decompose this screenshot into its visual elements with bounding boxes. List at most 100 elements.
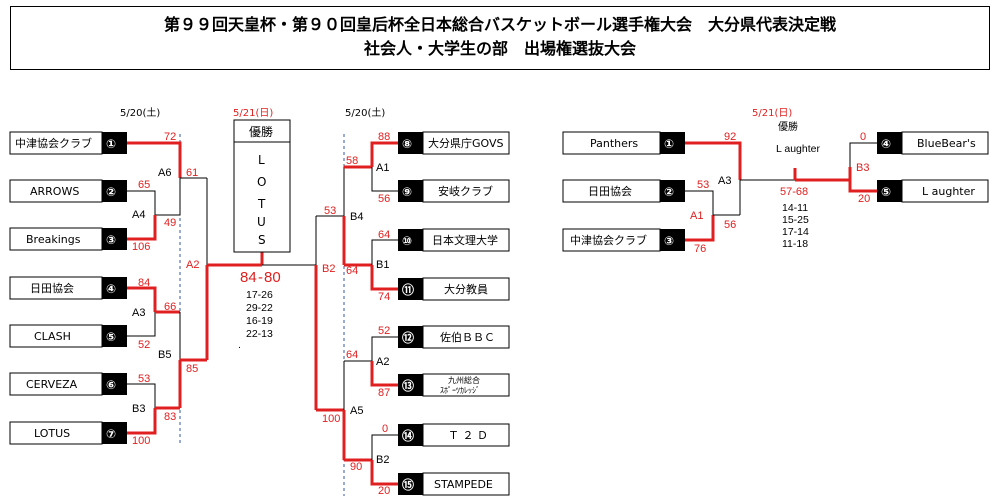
team-number: ① <box>106 137 116 151</box>
set-score: 29-22 <box>246 302 273 314</box>
team-name-line2: ｽﾎﾟｰﾂｶﾚｯｼﾞ <box>440 386 480 395</box>
left-bracket-lines <box>127 141 398 486</box>
score: 90 <box>350 461 362 473</box>
score: 58 <box>346 155 358 167</box>
match-label-a4: A4 <box>132 209 145 221</box>
score: 74 <box>378 291 390 303</box>
team-number: ⑨ <box>402 185 412 199</box>
champion-letter: O <box>257 175 266 189</box>
score: 100 <box>322 413 340 425</box>
team-name: 大分県庁GOVS <box>428 136 504 150</box>
rb-team-box-3: 中津協会クラブ ③ <box>562 228 685 252</box>
team-number: ② <box>664 185 674 199</box>
rb-team-box-5: ⑤ L aughter <box>877 179 989 203</box>
team-box-11: ⑪ 大分教員 <box>398 277 510 301</box>
rb-team-box-2: 日田協会 ② <box>562 179 685 203</box>
set-score: 17-26 <box>246 289 273 301</box>
date-right: 5/20(土) <box>345 106 385 119</box>
team-name: CLASH <box>34 330 71 343</box>
team-number: ⑩ <box>402 234 412 248</box>
team-number: ⑤ <box>106 330 116 344</box>
team-number: ⑤ <box>881 185 891 199</box>
match-label-b1: B1 <box>376 259 389 271</box>
team-name: STAMPEDE <box>434 478 493 491</box>
rb-match-label-a3: A3 <box>718 175 731 187</box>
score: 84 <box>138 277 150 289</box>
champion-letter: S <box>258 233 266 247</box>
score: 64 <box>378 229 390 241</box>
team-number: ⑬ <box>402 378 414 393</box>
match-label-a6: A6 <box>158 167 171 179</box>
team-number: ④ <box>881 137 891 151</box>
team-name: 佐伯ＢＢＣ <box>440 330 495 344</box>
score: 92 <box>724 131 736 143</box>
score: 49 <box>164 217 176 229</box>
team-box-5: CLASH ⑤ <box>9 324 127 348</box>
final-dot: . <box>238 339 241 351</box>
match-label-b5: B5 <box>158 349 171 361</box>
match-label-a2-right: A2 <box>376 356 389 368</box>
team-box-3: Breakings ③ <box>9 227 127 251</box>
score: 56 <box>378 193 390 205</box>
right-bracket-lines <box>685 141 877 242</box>
team-name: 大分教員 <box>444 282 488 296</box>
team-box-7: LOTUS ⑦ <box>9 421 127 445</box>
score: 0 <box>382 423 388 435</box>
team-box-6: CERVEZA ⑥ <box>9 372 127 396</box>
score: 83 <box>164 411 176 423</box>
title-box: 第９９回天皇杯・第９０回皇后杯全日本総合バスケットボール選手権大会 大分県代表決… <box>10 6 990 70</box>
set-score: 15-25 <box>782 214 809 226</box>
team-name: L aughter <box>922 185 975 198</box>
title-line-1: 第９９回天皇杯・第９０回皇后杯全日本総合バスケットボール選手権大会 大分県代表決… <box>163 15 836 34</box>
team-name: Breakings <box>26 233 81 246</box>
score: 65 <box>138 179 150 191</box>
rb-final-score: 57-68 <box>780 186 808 198</box>
team-name: ARROWS <box>30 185 79 198</box>
champion-letter: T <box>257 197 266 211</box>
champion-label-right: 優勝 <box>778 120 798 133</box>
team-name: 中津協会クラブ <box>570 233 647 247</box>
team-box-10: ⑩ 日本文理大学 <box>398 228 510 252</box>
final-score-sep: - <box>258 269 263 286</box>
team-number: ③ <box>664 234 674 248</box>
final-score-a: 84 <box>240 269 257 286</box>
team-number: ⑦ <box>106 427 116 441</box>
set-score: 11-18 <box>782 238 808 250</box>
team-box-15: ⑮ STAMPEDE <box>398 472 510 496</box>
date-right-bracket: 5/21(日) <box>752 108 792 119</box>
date-final: 5/21(日) <box>233 108 273 119</box>
team-number: ④ <box>106 282 116 296</box>
champion-name-right: L aughter <box>776 143 820 155</box>
champion-letter: U <box>257 215 266 229</box>
score: 106 <box>132 241 150 253</box>
score: 64 <box>346 265 358 277</box>
team-name: Ｔ ２ Ｄ <box>448 429 488 442</box>
rb-match-label-b3: B3 <box>856 162 869 174</box>
team-box-14: ⑭ Ｔ ２ Ｄ <box>398 423 510 447</box>
team-number: ② <box>106 185 116 199</box>
team-box-1: 中津協会クラブ ① <box>9 131 127 155</box>
score: 72 <box>164 131 176 143</box>
score: 66 <box>164 301 176 313</box>
rb-team-box-4: ④ BlueBear's <box>877 131 989 155</box>
team-number: ⑭ <box>402 428 414 443</box>
set-score: 14-11 <box>782 202 808 214</box>
team-number: ⑧ <box>402 137 412 151</box>
set-score: 22-13 <box>246 328 273 340</box>
score: 87 <box>378 387 390 399</box>
final-score-b: 80 <box>264 269 281 286</box>
match-label-a1: A1 <box>376 162 389 174</box>
score: 52 <box>138 339 150 351</box>
team-number: ⑮ <box>402 477 414 492</box>
match-label-b4: B4 <box>350 211 363 223</box>
team-name: 日田協会 <box>30 282 74 295</box>
team-box-13: ⑬ 九州総合 ｽﾎﾟｰﾂｶﾚｯｼﾞ <box>398 373 510 397</box>
team-box-8: ⑧ 大分県庁GOVS <box>398 131 510 155</box>
team-name: Panthers <box>590 137 638 150</box>
score: 0 <box>860 131 866 143</box>
champion-box-left: 優勝 L O T U S <box>233 119 291 253</box>
score: 76 <box>694 243 706 255</box>
team-name-line1: 九州総合 <box>448 375 480 385</box>
match-label-a3: A3 <box>132 307 145 319</box>
